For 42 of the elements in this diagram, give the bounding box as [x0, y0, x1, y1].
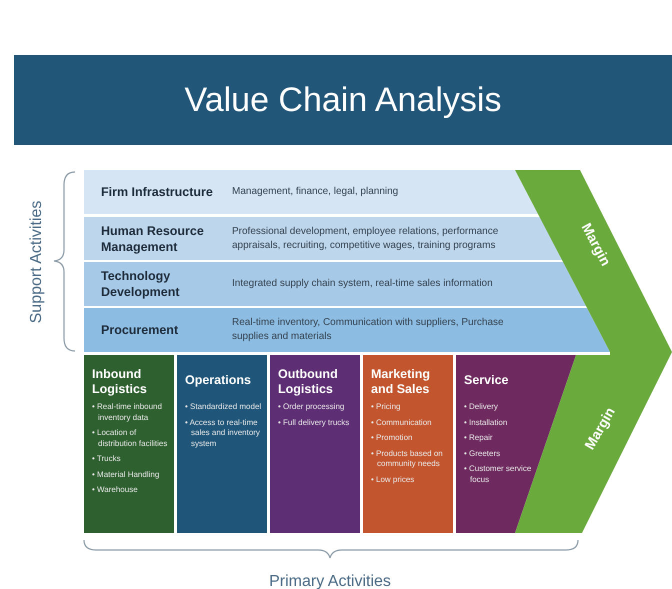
activity-heading: Procurement — [101, 322, 180, 338]
primary-activities-label: Primary Activities — [268, 572, 392, 589]
bullet-item: • Low prices — [371, 474, 414, 485]
title: Value Chain Analysis — [184, 80, 502, 120]
activity-heading: Outbound Logistics — [278, 367, 339, 397]
activity-heading: Operations — [185, 373, 252, 388]
bullet-item: • Customer service focus — [464, 464, 532, 485]
activity-description: Integrated supply chain system, real-time sales information — [232, 277, 494, 291]
bullet-item: • Real-time inbound inventory data — [92, 402, 163, 423]
bullet-item: • Full delivery trucks — [278, 418, 350, 428]
bullet-item: • Order processing — [278, 402, 344, 412]
activity-description: Management, finance, legal, planning — [232, 185, 400, 199]
bullet-item: • Promotion — [371, 433, 414, 444]
support-activity-band — [84, 308, 610, 352]
activity-description: Professional development, employee relations, performance appraisals, recruiting, competitive wages, training programs — [232, 224, 500, 252]
bullet-item: • Repair — [464, 433, 494, 444]
bullet-item: • Installation — [464, 418, 508, 428]
bullet-item: • Communication — [371, 418, 433, 428]
activity-heading: Firm Infrastructure — [101, 184, 214, 200]
activity-description: Real-time inventory, Communication with suppliers, Purchase supplies and materials — [232, 316, 505, 344]
bullet-item: • Trucks — [92, 454, 122, 464]
activity-heading: Marketing and Sales — [371, 367, 432, 397]
support-activities-label: Support Activities — [27, 200, 46, 326]
activity-heading: Human Resource Management — [101, 222, 205, 254]
bullet-item: • Products based on community needs — [371, 448, 444, 470]
primary-activity-column — [84, 355, 174, 533]
primary-activity-column — [363, 355, 453, 533]
bullet-item: • Greeters — [464, 448, 502, 459]
activity-heading: Service — [464, 373, 510, 388]
bullet-item: • Material Handling — [92, 470, 160, 480]
support-activity-band — [84, 217, 562, 260]
bullet-item: • Access to real-time sales and inventory system — [185, 418, 261, 449]
support-activity-band — [84, 170, 538, 214]
bullet-item: • Warehouse — [92, 485, 139, 496]
primary-activity-column — [177, 355, 267, 533]
bullet-item: • Location of distribution facilities — [92, 428, 168, 449]
bullet-item: • Standardized model — [185, 402, 262, 412]
activity-heading: Inbound Logistics — [92, 367, 148, 397]
primary-activity-column — [270, 355, 360, 533]
bullet-item: • Pricing — [371, 402, 402, 412]
bullet-item: • Delivery — [464, 402, 499, 412]
activity-heading: Technology Development — [101, 268, 180, 300]
